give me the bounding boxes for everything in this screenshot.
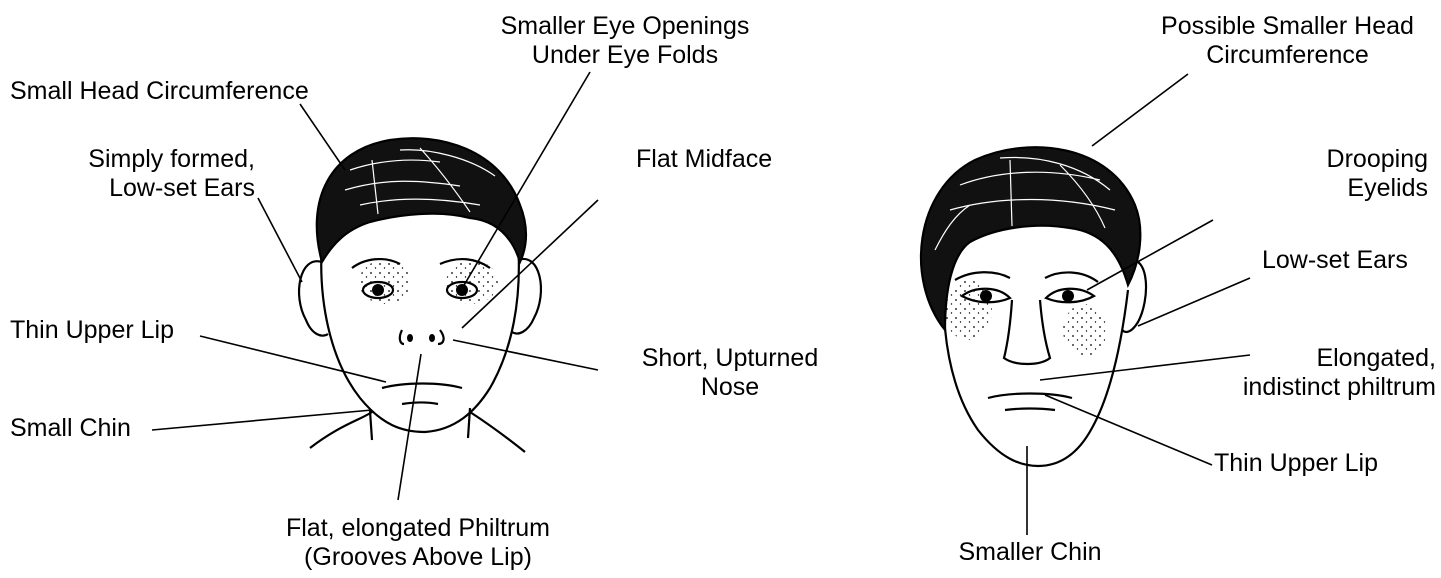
right-mouth — [988, 394, 1072, 399]
label-flat-midface: Flat Midface — [636, 145, 772, 174]
left-hair — [317, 138, 526, 262]
label-smaller-eye-openings: Smaller Eye Openings Under Eye Folds — [490, 12, 760, 70]
label-flat-elongated-philtrum: Flat, elongated Philtrum (Grooves Above … — [268, 514, 568, 572]
left-nose — [400, 330, 444, 344]
leader-chin-left — [152, 410, 372, 430]
label-possible-smaller-head: Possible Smaller Head Circumference — [1140, 12, 1435, 70]
label-smaller-chin: Smaller Chin — [930, 538, 1130, 567]
leader-upper-lip-left — [200, 336, 386, 382]
right-brow-right — [1045, 272, 1098, 282]
label-thin-upper-lip-right: Thin Upper Lip — [1214, 449, 1378, 478]
left-shoulder-lines — [310, 408, 525, 452]
leader-philtrum-left — [398, 354, 421, 500]
leader-ears-right — [1138, 278, 1250, 326]
label-drooping-eyelids: Drooping Eyelids — [1215, 145, 1428, 203]
label-simply-formed-ears: Simply formed, Low-set Ears — [10, 145, 255, 203]
label-low-set-ears-right: Low-set Ears — [1262, 246, 1408, 275]
leader-lines — [152, 72, 1250, 535]
label-thin-upper-lip-left: Thin Upper Lip — [10, 316, 174, 345]
label-elongated-philtrum: Elongated, indistinct philtrum — [1200, 344, 1436, 402]
leader-small-head — [300, 104, 345, 170]
right-face-illustration — [921, 147, 1146, 466]
label-small-head-circumference: Small Head Circumference — [10, 77, 309, 106]
left-ear-right — [512, 259, 541, 334]
label-small-chin: Small Chin — [10, 414, 131, 443]
left-face-illustration — [299, 138, 541, 452]
leader-ears-left — [258, 198, 302, 282]
leader-head-right — [1092, 74, 1188, 146]
label-short-upturned-nose: Short, Upturned Nose — [595, 344, 865, 402]
right-nose — [1004, 300, 1050, 364]
leader-nose-left — [453, 340, 598, 370]
right-brow-left — [955, 272, 1010, 280]
left-mouth — [382, 384, 462, 389]
